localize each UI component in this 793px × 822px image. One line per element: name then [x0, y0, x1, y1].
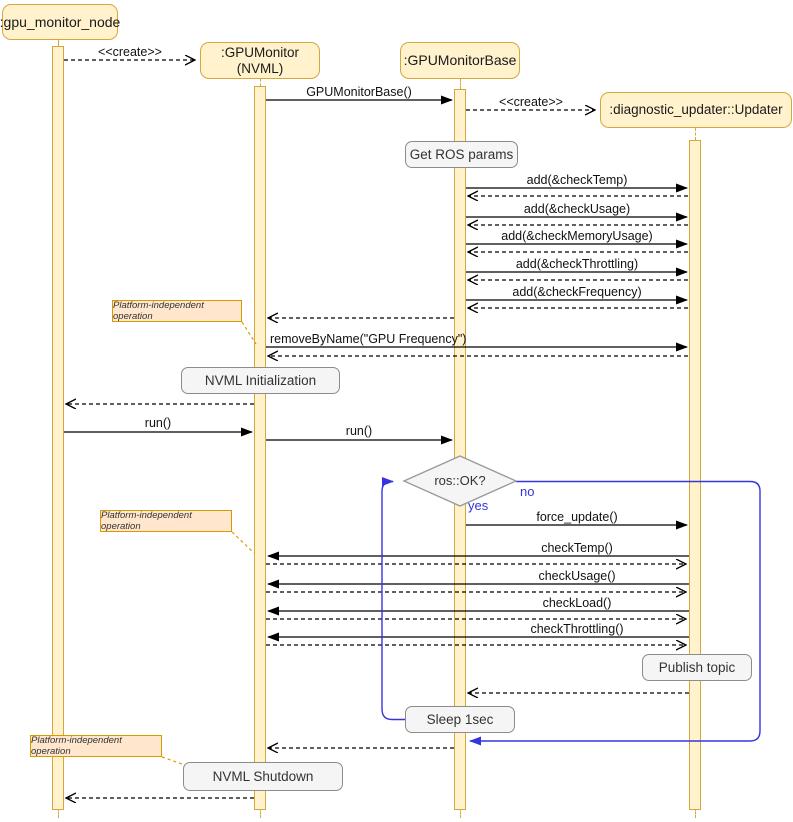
loop-back-path	[381, 477, 405, 721]
decision-no-label: no	[520, 484, 535, 499]
lifeline-head-gpu-monitor: :GPUMonitor (NVML)	[200, 42, 320, 79]
decision-condition-label: ros::OK?	[434, 473, 486, 488]
message-label-remove-by-name: removeByName("GPU Frequency")	[270, 332, 467, 346]
activation-bar-gpu-monitor	[254, 86, 266, 810]
message-label-run-node: run()	[144, 416, 172, 430]
lifeline-head-gpu-monitor-node: :gpu_monitor_node	[0, 4, 120, 40]
action-nvml-initialization: NVML Initialization	[181, 367, 340, 394]
note-platform-independent-2: Platform-independent operation	[100, 510, 232, 532]
message-label-ctor-base: GPUMonitorBase()	[306, 85, 412, 99]
action-nvml-shutdown: NVML Shutdown	[183, 762, 343, 791]
message-label-add-check-memory-usage: add(&checkMemoryUsage)	[501, 229, 653, 243]
lifeline-stub	[259, 79, 261, 86]
message-label-check-usage: checkUsage()	[538, 569, 616, 583]
message-label-check-load: checkLoad()	[542, 596, 612, 610]
message-label-add-check-frequency: add(&checkFrequency)	[512, 285, 642, 299]
message-label-add-check-usage: add(&checkUsage)	[523, 202, 631, 216]
message-label-force-update: force_update()	[536, 510, 618, 524]
activation-bar-updater	[689, 140, 701, 810]
lifeline-stub	[57, 808, 59, 818]
lifeline-stub	[259, 808, 261, 818]
lifeline-head-gpu-monitor-base: :GPUMonitorBase	[400, 42, 520, 79]
lifeline-stub	[694, 808, 696, 818]
note-connector-3	[161, 756, 186, 766]
decision-yes-label: yes	[468, 498, 489, 513]
message-label-create-updater: <<create>>	[499, 95, 563, 109]
activation-bar-gpu-monitor-base	[454, 89, 466, 810]
lifeline-stub	[694, 128, 696, 140]
lifeline-stub	[459, 79, 461, 89]
action-publish-topic: Publish topic	[642, 654, 752, 681]
note-connector-2	[231, 531, 255, 554]
message-label-run-monitor: run()	[345, 424, 373, 438]
message-label-add-check-temp: add(&checkTemp)	[526, 173, 628, 187]
action-sleep-1sec: Sleep 1sec	[405, 706, 515, 733]
activation-bar-gpu-monitor-node	[52, 46, 64, 810]
note-platform-independent-3: Platform-independent operation	[30, 735, 162, 757]
note-platform-independent-1: Platform-independent operation	[112, 300, 242, 322]
lifeline-stub	[57, 40, 59, 46]
message-label-add-check-throttling: add(&checkThrottling)	[515, 257, 639, 271]
action-get-ros-params: Get ROS params	[405, 141, 518, 168]
message-label-check-temp: checkTemp()	[541, 541, 613, 555]
lifeline-head-updater: :diagnostic_updater::Updater	[600, 92, 792, 128]
message-label-check-throttling: checkThrottling()	[530, 622, 624, 636]
lifeline-stub	[459, 808, 461, 818]
message-label-create-monitor: <<create>>	[98, 45, 162, 59]
